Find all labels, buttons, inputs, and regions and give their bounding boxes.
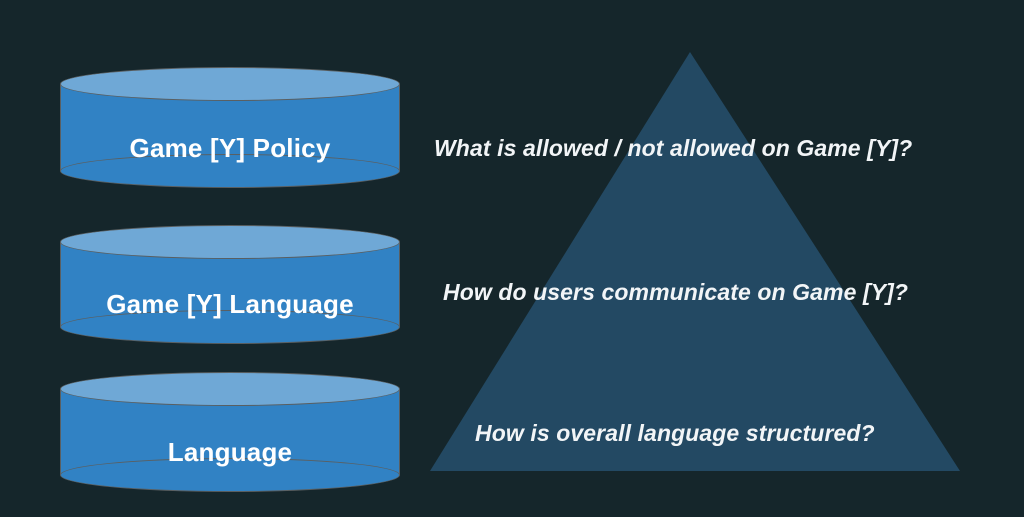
cylinder-top-ellipse [60, 67, 400, 101]
pyramid-triangle-shape [430, 52, 960, 471]
cylinder-label-game-y-language: Game [Y] Language [106, 289, 354, 319]
cylinder-top-ellipse [60, 372, 400, 406]
cylinder-game-y-policy[interactable]: Game [Y] Policy [60, 67, 400, 188]
cylinder-top-ellipse [60, 225, 400, 259]
cylinder-game-y-language[interactable]: Game [Y] Language [60, 225, 400, 344]
question-language: How is overall language structured? [475, 420, 875, 446]
cylinder-label-game-y-policy: Game [Y] Policy [129, 133, 331, 163]
question-game-y-language: How do users communicate on Game [Y]? [443, 279, 909, 305]
cylinder-bottom-ellipse [60, 458, 400, 492]
question-game-y-policy: What is allowed / not allowed on Game [Y… [434, 135, 913, 161]
cylinder-language[interactable]: Language [60, 372, 400, 492]
cylinder-bottom-ellipse [60, 154, 400, 188]
cylinder-label-language: Language [167, 437, 293, 467]
cylinder-bottom-ellipse [60, 310, 400, 344]
